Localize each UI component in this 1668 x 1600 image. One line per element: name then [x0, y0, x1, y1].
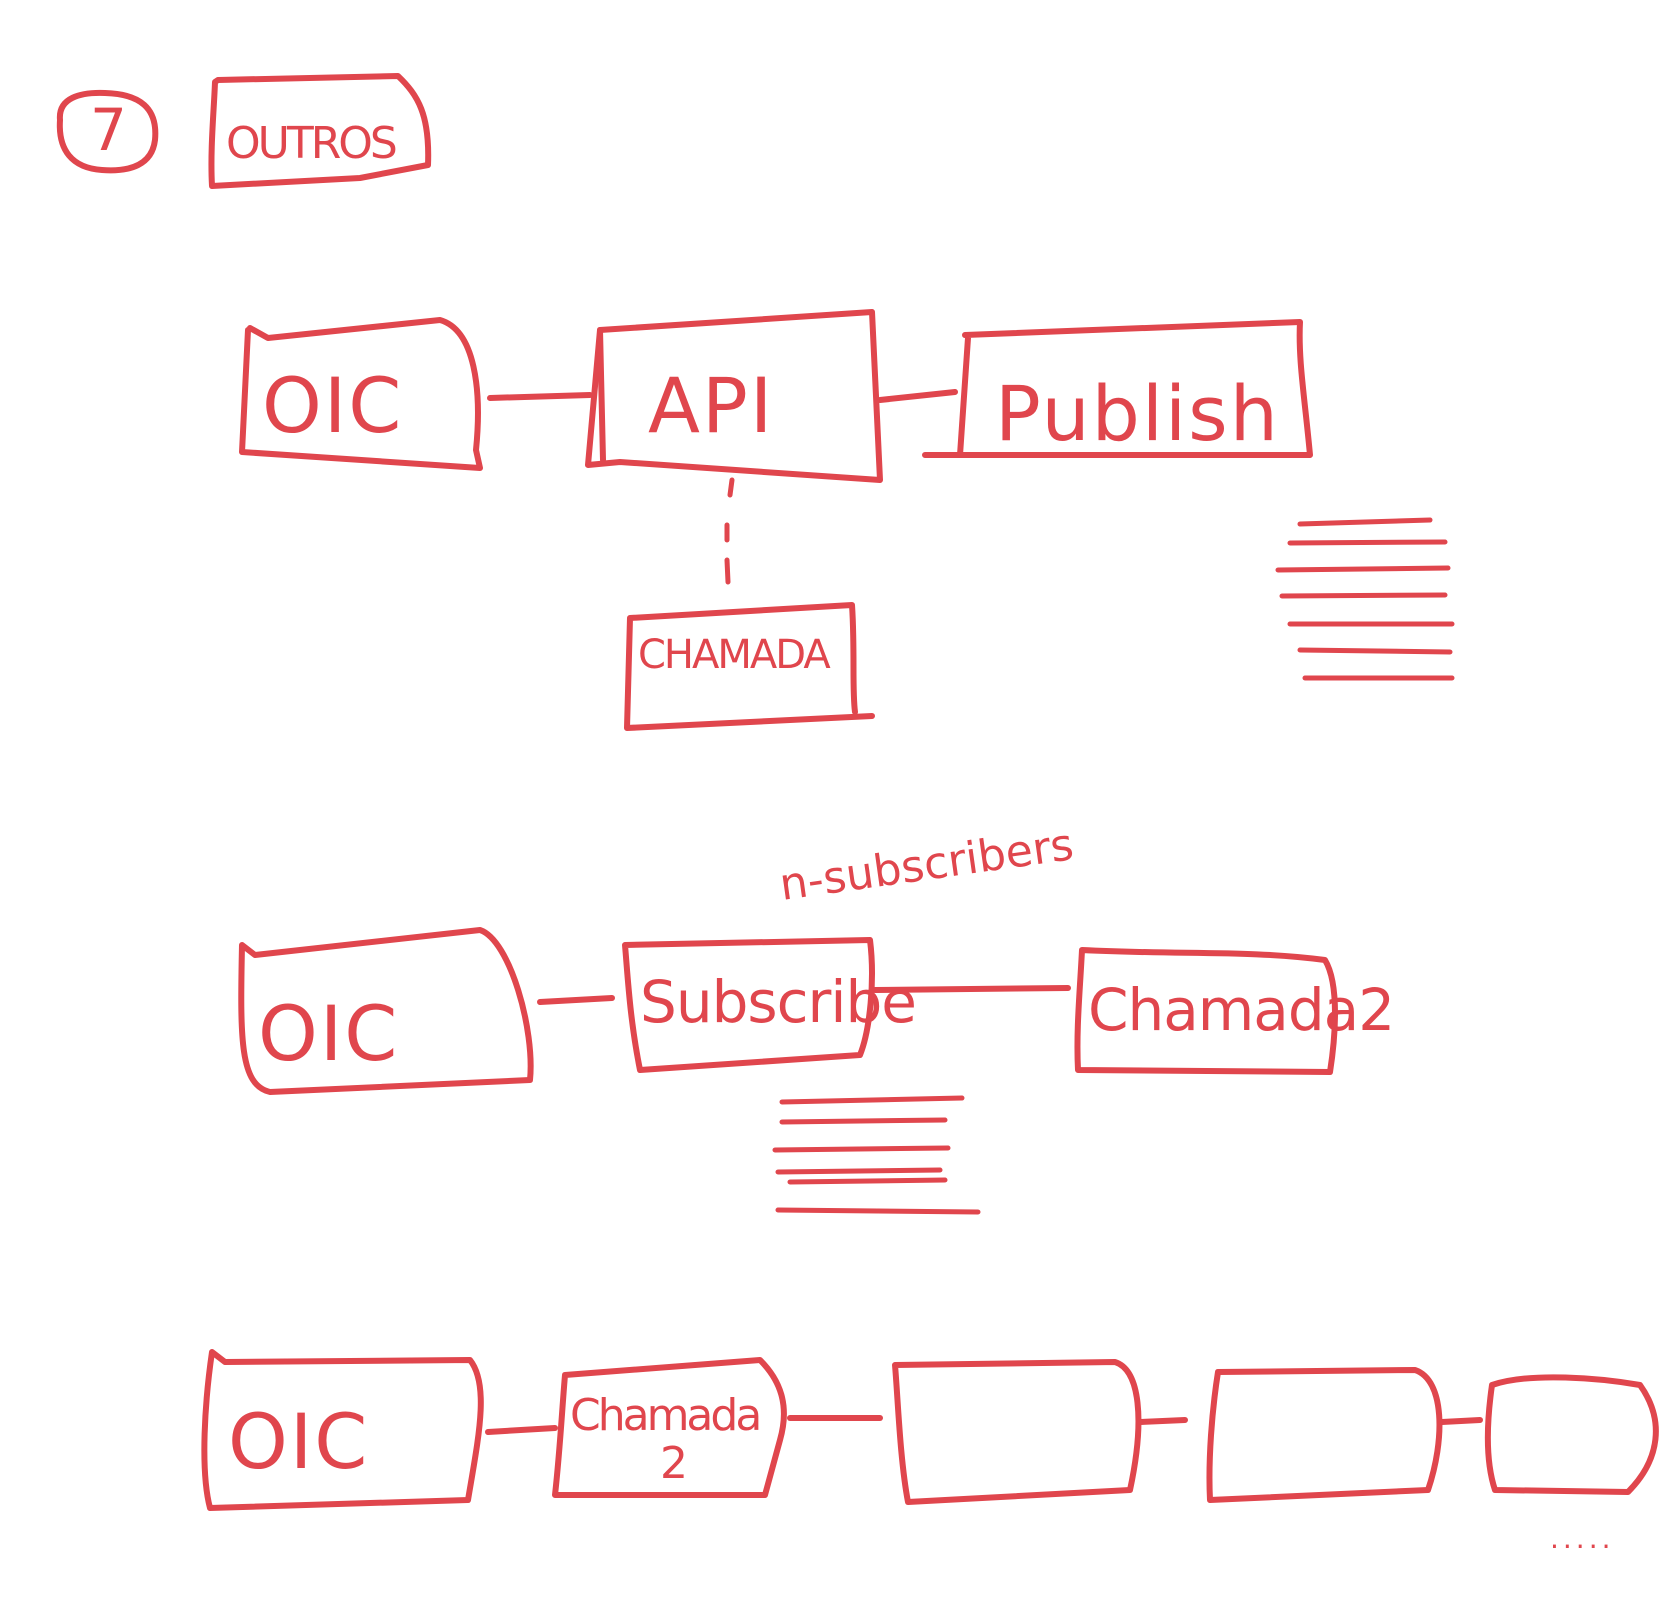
row2-target-label: Chamada2 — [1088, 976, 1394, 1044]
row1-oic-box: OIC — [239, 317, 483, 471]
row2-annotation: n-subscribers — [776, 819, 1076, 911]
row1-publish-label: Publish — [995, 369, 1280, 458]
row3-chamada-box: Chamada 2 — [552, 1357, 787, 1498]
row3-chamada-label-line2: 2 — [660, 1438, 685, 1489]
row2-subscribe-box: Subscribe — [622, 937, 917, 1073]
row3-empty-box-3 — [1484, 1374, 1659, 1495]
row2-oic-box: OIC — [238, 927, 534, 1095]
row3-connector-4 — [1439, 1417, 1483, 1425]
row3-empty-box-1 — [892, 1359, 1142, 1505]
header-title: OUTROS — [226, 118, 396, 169]
row1-chamada-box: CHAMADA — [624, 602, 875, 731]
row1-chamada-label: CHAMADA — [638, 632, 831, 678]
row1-dashed-connector — [724, 477, 735, 585]
row2-oic-label: OIC — [258, 989, 399, 1078]
row2-connector-subscribe-target — [872, 985, 1071, 993]
row2-target-box: Chamada2 — [1074, 947, 1395, 1075]
row1-api-box: API — [585, 309, 883, 483]
row3-ellipsis: ..... — [1550, 1522, 1615, 1555]
section-number-badge: 7 — [56, 89, 159, 174]
row2-connector-oic-subscribe — [537, 995, 615, 1005]
section-number: 7 — [90, 96, 127, 164]
row3-connector-1 — [485, 1425, 558, 1435]
row1-api-label: API — [648, 361, 774, 450]
row1-publish-box: Publish — [922, 319, 1313, 458]
row1-oic-label: OIC — [262, 361, 403, 450]
row3-chamada-label-line1: Chamada — [570, 1390, 759, 1441]
header-title-box: OUTROS — [208, 73, 432, 189]
row3-oic-box: OIC — [201, 1349, 484, 1511]
row2-subscribe-label: Subscribe — [640, 968, 916, 1036]
row1-publish-messages — [1275, 517, 1455, 681]
row1-connector-oic-api — [487, 392, 593, 401]
row2-subscribe-messages — [772, 1095, 981, 1215]
row3-oic-label: OIC — [228, 1397, 369, 1486]
row1-connector-api-publish — [877, 389, 958, 403]
row3-empty-box-2 — [1206, 1367, 1443, 1503]
row3-connector-3 — [1137, 1417, 1188, 1425]
